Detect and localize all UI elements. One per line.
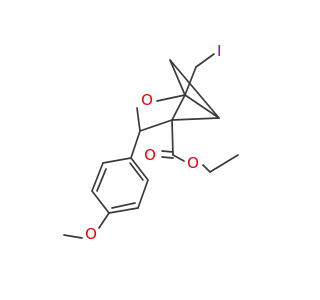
bond-ring-inner-1 [96, 168, 107, 192]
bond-aryl-omethoxy [98, 212, 110, 229]
structure-drawing: I O O O O [63, 42, 239, 243]
bond-ring-2 [91, 162, 104, 192]
bond-o-c3 [136, 107, 141, 132]
bond-c3-c4 [139, 119, 173, 132]
bond-ethyl [209, 154, 239, 173]
bond-omethoxy-ch3 [63, 234, 83, 239]
iodine-label: I [217, 42, 221, 60]
bond-ring-3 [91, 190, 110, 214]
bond-bridge-right [169, 59, 220, 119]
bond-bridge-left [169, 59, 186, 96]
bond-ring-4 [108, 207, 139, 214]
ring-oxygen-label: O [141, 91, 153, 109]
bond-ring-inner-2 [111, 202, 136, 209]
bond-ring-inner-3 [129, 162, 144, 181]
molecule-canvas: I O O O O [63, 42, 239, 243]
bond-ring-1 [102, 157, 132, 164]
bond-carbonyl-oester [172, 154, 185, 162]
bond-ring-6 [130, 157, 149, 181]
bond-oester-ch2 [202, 164, 211, 173]
bond-ring-5 [137, 179, 149, 209]
bond-c1-c5 [184, 94, 220, 119]
carbonyl-oxygen-label: O [144, 146, 156, 164]
bond-c4-carbonyl [171, 119, 174, 156]
bond-c1-ch2 [184, 66, 197, 96]
bond-c4-c5 [171, 117, 220, 121]
bond-carbonyl-double-b [161, 156, 174, 159]
bond-carbonyl-double-a [161, 150, 174, 153]
ester-oxygen-label: O [187, 154, 199, 172]
bond-c1-o [156, 94, 186, 102]
bond-c3-aryl [130, 130, 141, 159]
methoxy-oxygen-label: O [85, 225, 97, 243]
bond-c1-c4 [171, 94, 186, 121]
bond-ch2-i [195, 53, 215, 68]
